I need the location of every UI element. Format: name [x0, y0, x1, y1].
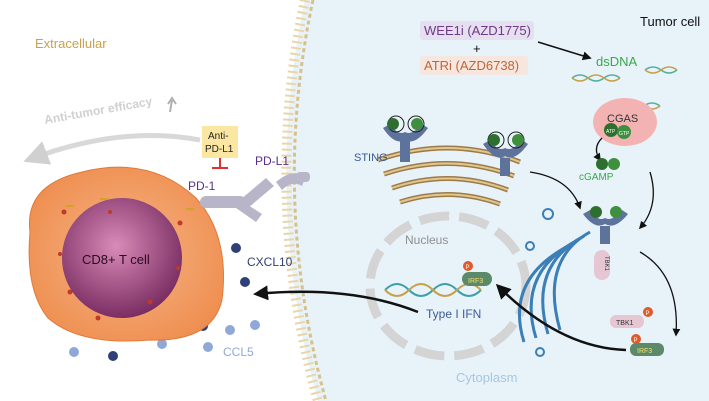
drug1-label: WEE1i (AZD1775) [424, 23, 531, 38]
tbk1-cyto-text: TBK1 [616, 320, 634, 327]
tbk1-golgi [594, 250, 610, 280]
sting-label: STING [354, 152, 388, 164]
p-text-3: P [634, 338, 638, 344]
t-cell-granules [58, 209, 183, 321]
irf3-nuclear-text: IRF3 [468, 278, 483, 285]
cgamp-label: cGAMP [579, 172, 614, 183]
golgi-vesicles [525, 208, 554, 357]
cgas-to-cgamp-arrow [593, 137, 603, 162]
irf3-cytoplasm: IRF3 P [630, 334, 664, 356]
ccl5-label: CCL5 [223, 345, 254, 359]
anti-pdl1-line1: Anti- [208, 131, 229, 142]
t-cell-granules-yellow [66, 198, 194, 210]
p-text-2: P [646, 311, 650, 317]
drug-to-dsdna-arrow [537, 41, 592, 61]
sting-golgi [583, 206, 628, 244]
inhibition-bar [212, 158, 228, 169]
er-to-golgi-arrow [529, 171, 582, 210]
nucleus-label: Nucleus [405, 233, 448, 247]
cgas-enzyme: CGAS ATP GTP [593, 98, 657, 146]
cgamp-molecules [596, 158, 620, 170]
drug2-label: ATRi (AZD6738) [424, 58, 519, 73]
anti-pdl1-box [202, 126, 238, 158]
dsdna-label: dsDNA [596, 54, 638, 69]
sting-protein-2 [483, 131, 528, 176]
cell-membrane [281, 0, 323, 401]
pd1-receptor [200, 178, 274, 222]
antitumor-label: Anti-tumor efficacy [43, 94, 153, 127]
type1ifn-label: Type I IFN [426, 307, 481, 321]
cxcl10-label: CXCL10 [247, 255, 293, 269]
tumor-cell-label: Tumor cell [640, 14, 700, 29]
extracellular-label: Extracellular [35, 36, 107, 51]
up-arrow-icon [167, 96, 177, 113]
golgi-apparatus [518, 230, 591, 343]
irf3-cyto-text: IRF3 [637, 348, 652, 355]
drug2-box [420, 56, 528, 75]
drug1-box [420, 21, 534, 40]
tbk1-cytoplasm: TBK1 P [610, 307, 653, 328]
sting-protein-1 [383, 115, 428, 162]
cgamp-to-sting-arrow [638, 171, 654, 230]
pd1-label: PD-1 [188, 179, 216, 193]
pdl1-label: PD-L1 [255, 154, 289, 168]
ifn-secretion-arrow [253, 285, 419, 314]
p-text-1: P [466, 265, 470, 271]
plus-sign: + [473, 41, 481, 56]
pdl1-ligand [276, 172, 310, 190]
anti-pdl1-line2: PD-L1 [205, 144, 234, 155]
tbk1-to-irf3-arrow [639, 251, 681, 337]
irf3-to-nucleus-arrow [495, 283, 627, 352]
cd8-label: CD8+ T cell [82, 252, 150, 267]
tbk1-golgi-label: TBK1 [603, 256, 609, 272]
nuclear-dna [384, 283, 482, 297]
irf3-nuclear: IRF3 P [462, 261, 492, 286]
atp-text: ATP [606, 129, 616, 135]
cytoplasm-label: Cytoplasm [456, 370, 517, 385]
antitumor-arrow [23, 133, 201, 165]
gtp-text: GTP [619, 131, 630, 137]
tumor-cell-body [286, 0, 709, 401]
cgas-label: CGAS [607, 113, 638, 125]
t-cell-nucleus [62, 198, 182, 318]
